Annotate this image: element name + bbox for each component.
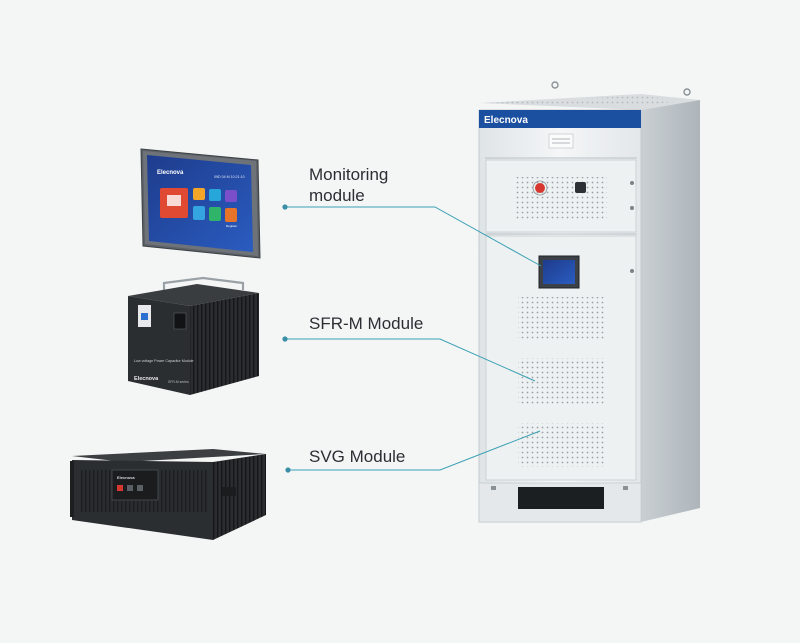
cabinet-side-panel bbox=[641, 100, 700, 522]
sfrm-caption: Low voltage Power Capacitor Module bbox=[134, 359, 194, 363]
lifting-eye-left bbox=[551, 81, 559, 89]
sfrm-series: SFR-M series bbox=[168, 380, 189, 384]
leader-lines bbox=[285, 206, 542, 471]
svg-rack-logo: Elecnova bbox=[117, 475, 135, 480]
svg-rack-ear-left bbox=[70, 461, 74, 517]
screen-tile-register-label: Register bbox=[226, 224, 237, 228]
screen-tile-6 bbox=[225, 208, 237, 222]
leader-dot-svg bbox=[285, 467, 291, 473]
leader-svg bbox=[288, 430, 541, 471]
power-cabinet: Elecnova bbox=[478, 81, 700, 523]
screen-tile-3 bbox=[225, 190, 237, 202]
cabinet-logo: Elecnova bbox=[484, 115, 528, 126]
vent-panel-2 bbox=[518, 358, 606, 406]
leader-sfrm bbox=[285, 338, 536, 382]
switch-black bbox=[575, 182, 586, 193]
sfrm-side bbox=[190, 293, 259, 395]
svg-rack-top bbox=[72, 449, 266, 462]
leader-monitoring bbox=[285, 206, 542, 267]
callout-svg-module: SVG Module bbox=[309, 447, 406, 466]
screen-display bbox=[147, 155, 253, 252]
screen-logo: Elecnova bbox=[157, 170, 184, 176]
sfrm-module-device: Low voltage Power Capacitor Module Elecn… bbox=[128, 276, 259, 395]
sfrm-logo: Elecnova bbox=[134, 376, 159, 382]
cabinet-nameplate bbox=[548, 133, 574, 149]
svg-rack-side bbox=[213, 454, 266, 540]
upper-vent bbox=[515, 177, 607, 220]
screen-tile-1 bbox=[193, 188, 205, 200]
monitoring-module-device: Elecnova 09D 04 M 10:21:10 Register bbox=[140, 148, 261, 259]
vent-panel-1 bbox=[518, 297, 606, 341]
screen-tile-5 bbox=[209, 207, 221, 221]
sfrm-display bbox=[173, 312, 187, 330]
svg-rack-handle bbox=[222, 487, 236, 496]
cabinet-header-strip bbox=[479, 110, 641, 128]
callout-sfrm-module: SFR-M Module bbox=[309, 314, 424, 333]
lifting-eye-right bbox=[683, 88, 691, 96]
sfrm-top bbox=[128, 284, 259, 306]
cable-opening bbox=[518, 487, 604, 509]
leader-dot-sfrm bbox=[282, 336, 288, 342]
svg-module-device: Elecnova bbox=[70, 449, 266, 540]
callout-monitoring-module: Monitoring module bbox=[309, 165, 389, 205]
screen-status: 09D 04 M 10:21:10 bbox=[214, 175, 245, 179]
cabinet-hmi-screen bbox=[543, 260, 575, 284]
vent-panel-3 bbox=[518, 423, 606, 467]
leader-dot-monitoring bbox=[282, 204, 288, 210]
carry-handle bbox=[162, 276, 245, 290]
screen-tile-2 bbox=[209, 189, 221, 201]
screen-tile-4 bbox=[193, 206, 205, 220]
indicator-red bbox=[532, 180, 548, 196]
